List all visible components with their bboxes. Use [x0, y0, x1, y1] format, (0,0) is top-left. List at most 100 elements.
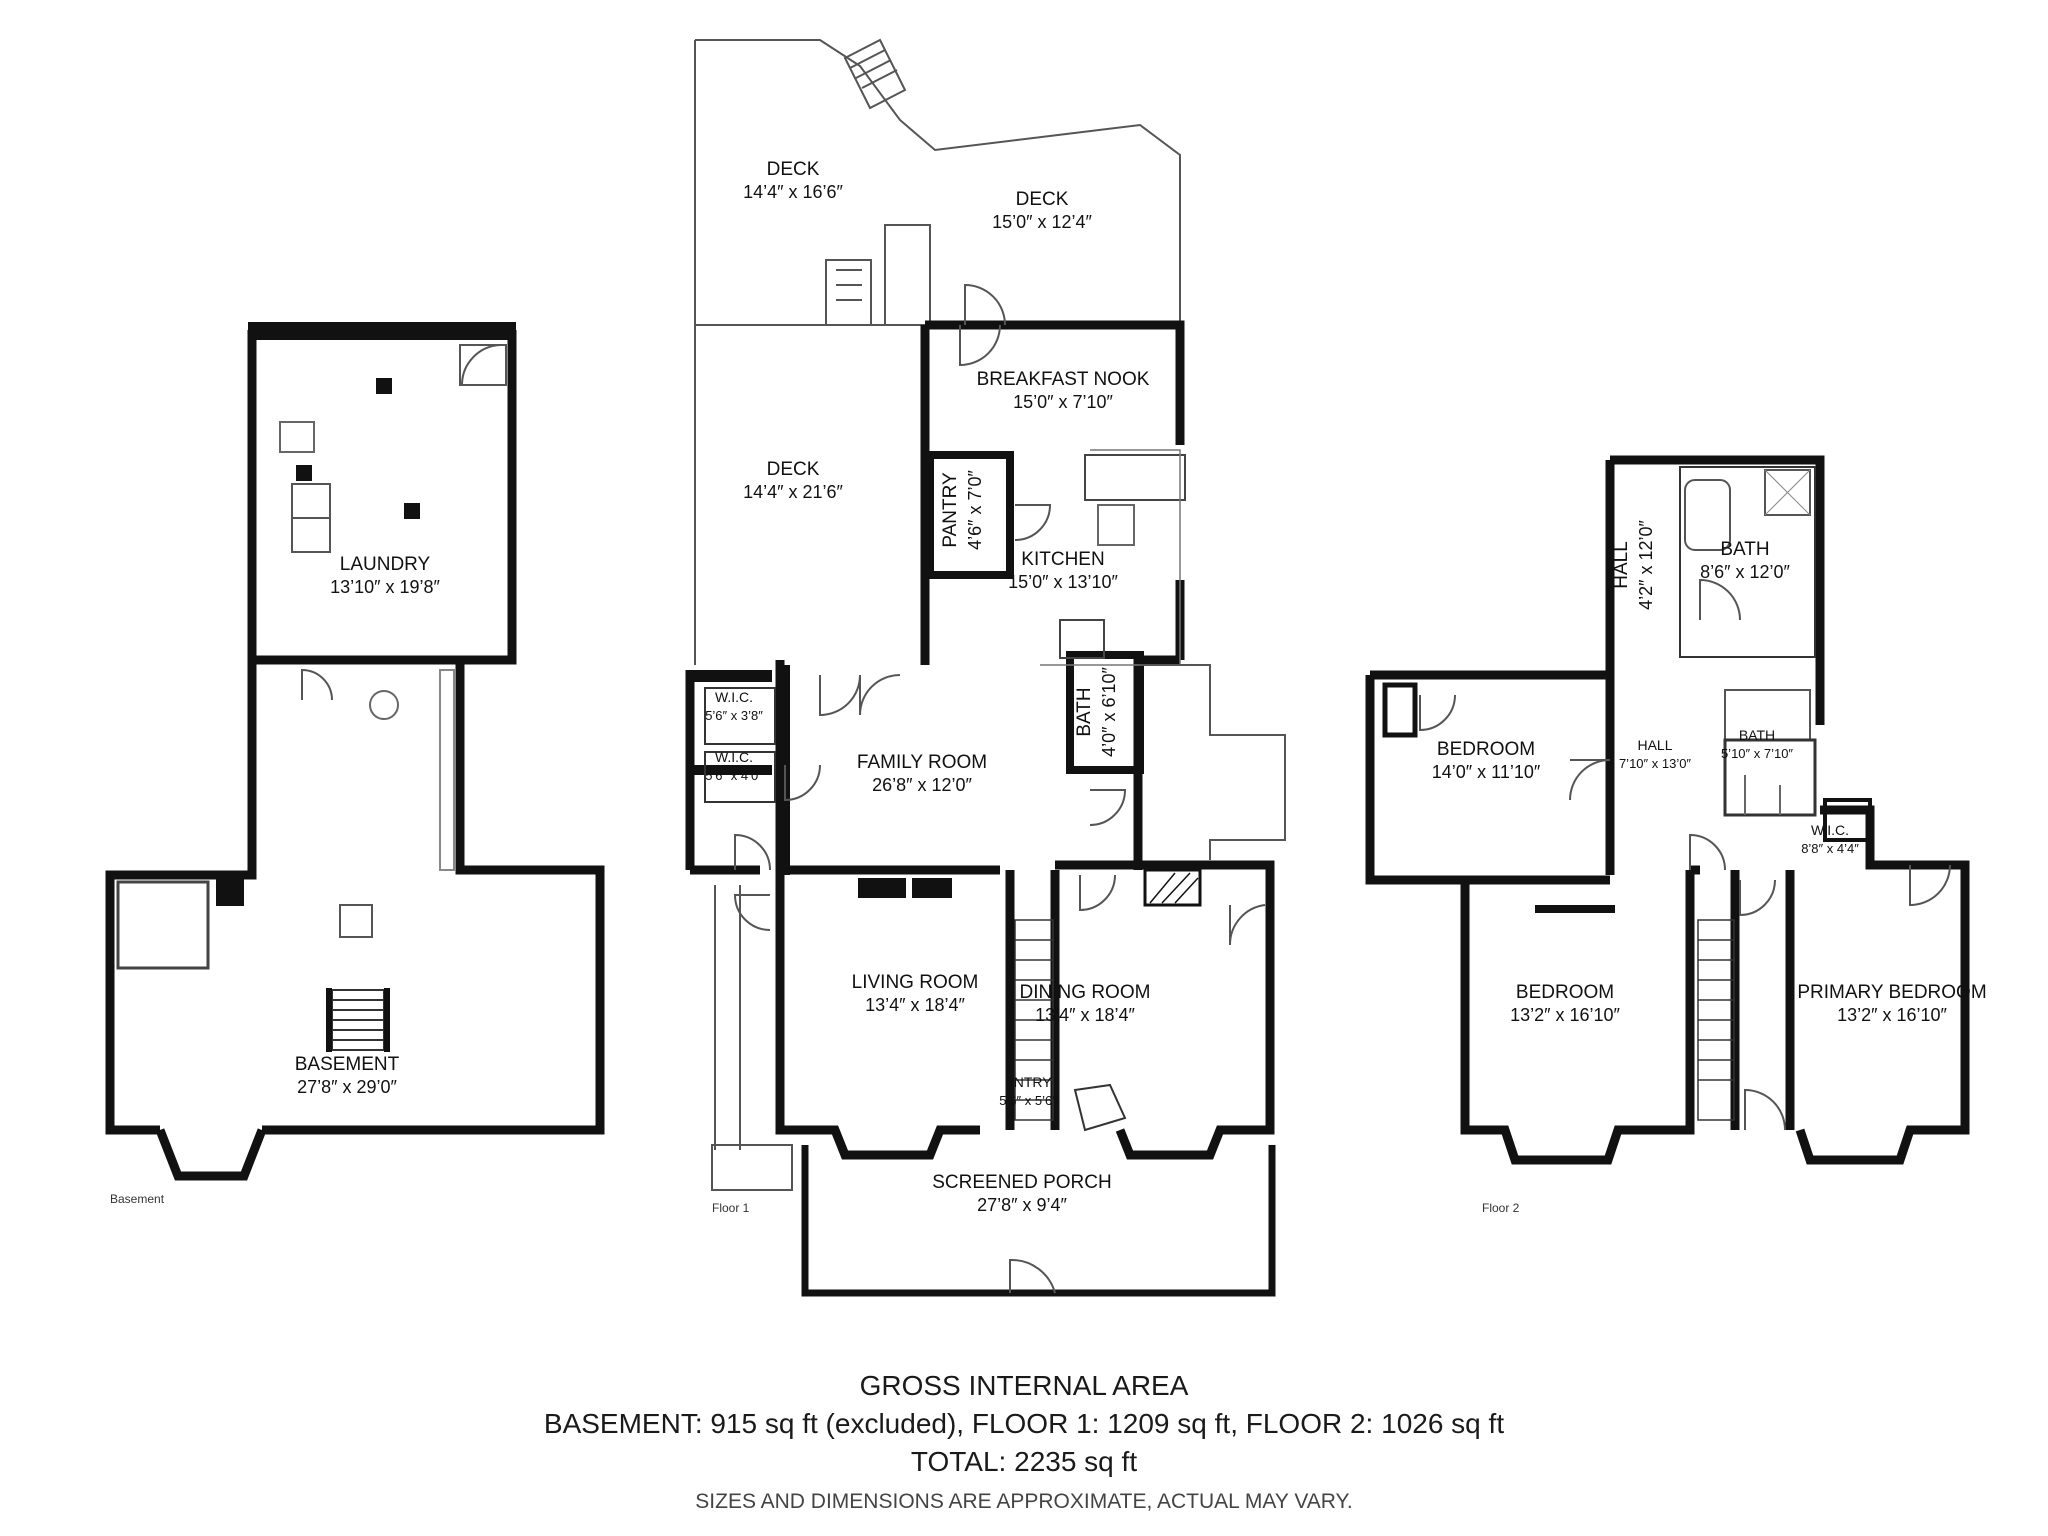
room-dimensions: 15’0″ x 12’4″ — [992, 212, 1092, 232]
laundry-stair-box — [459, 344, 507, 386]
screened-porch-outline — [801, 1145, 1276, 1297]
room-name: W.I.C. — [715, 749, 753, 765]
basement-stairs — [331, 989, 385, 1051]
room-name: KITCHEN — [1021, 549, 1104, 570]
room-name: BATH — [1739, 727, 1775, 743]
room-name: SCREENED PORCH — [932, 1172, 1111, 1193]
room-name: W.I.C. — [715, 689, 753, 705]
floor2-walls — [1365, 455, 1970, 1165]
basement-floor — [105, 322, 605, 1181]
room-dimensions: 8’8″ x 4’4″ — [1801, 841, 1859, 856]
floor-caption-floor2: Floor 2 — [1482, 1201, 1520, 1215]
room-dimensions: 14’0″ x 11’10″ — [1432, 762, 1541, 782]
room-dimensions: 27’8″ x 9’4″ — [977, 1195, 1067, 1215]
room-name: LAUNDRY — [340, 554, 431, 575]
room-name: BREAKFAST NOOK — [977, 369, 1150, 390]
area-breakdown: BASEMENT: 915 sq ft (excluded), FLOOR 1:… — [543, 1408, 1505, 1439]
porch-steps — [711, 1144, 793, 1191]
room-name: BASEMENT — [295, 1054, 400, 1075]
basement-partition — [439, 669, 455, 871]
room-name: BEDROOM — [1437, 739, 1535, 760]
room-dimensions: 13’2″ x 16’10″ — [1837, 1005, 1947, 1025]
room-dimensions: 13’2″ x 16’10″ — [1510, 1005, 1620, 1025]
room-dimensions: 5’6″ x 3’8″ — [705, 708, 763, 723]
room-dimensions: 14’4″ x 16’6″ — [743, 182, 843, 202]
sink-icon — [279, 421, 315, 453]
room-label-wic-3: W.I.C. 8’8″ x 4’4″ — [1801, 822, 1859, 856]
room-name: LIVING ROOM — [852, 972, 979, 993]
room-dimensions: 5’6″ x 5’6″ — [999, 1093, 1057, 1108]
washer-icon — [291, 483, 331, 519]
deck-stairs — [836, 38, 907, 301]
laundry-walls — [247, 330, 517, 665]
room-dimensions: 13’10″ x 19’8″ — [330, 577, 440, 597]
room-name: PRIMARY BEDROOM — [1797, 982, 1986, 1003]
room-name: PANTRY — [940, 472, 961, 548]
kitchen-island — [1084, 454, 1186, 501]
room-name: BATH — [1074, 687, 1095, 736]
floor2-stairs — [1697, 919, 1735, 1121]
floor1-stairs — [1014, 919, 1054, 1121]
room-name: HALL — [1611, 541, 1632, 589]
floor2 — [1365, 455, 1970, 1165]
floor-caption-floor1: Floor 1 — [712, 1201, 750, 1215]
room-name: BATH — [1720, 539, 1769, 560]
room-dimensions: 15’0″ x 7’10″ — [1013, 392, 1113, 412]
disclaimer-note: SIZES AND DIMENSIONS ARE APPROXIMATE, AC… — [695, 1490, 1353, 1513]
room-dimensions: 5’6″ x 4’0″ — [705, 768, 763, 783]
room-dimensions: 13’4″ x 18’4″ — [1035, 1005, 1135, 1025]
room-dimensions: 8’6″ x 12’0″ — [1700, 562, 1790, 582]
laundry-top-wall — [248, 322, 516, 340]
room-label-wic-2: W.I.C. 5’6″ x 4’0″ — [705, 749, 763, 783]
area-total: TOTAL: 2235 sq ft — [910, 1446, 1138, 1477]
dryer-icon — [291, 517, 331, 553]
room-name: DINING ROOM — [1020, 982, 1151, 1003]
room-name: HALL — [1637, 737, 1672, 753]
room-name: BEDROOM — [1516, 982, 1614, 1003]
shower-icon — [1764, 469, 1811, 516]
room-name: FAMILY ROOM — [857, 752, 987, 773]
room-dimensions: 5’10″ x 7’10″ — [1721, 746, 1793, 761]
basement-walls — [105, 660, 605, 1181]
stove-icon — [1059, 619, 1105, 659]
room-dimensions: 14’4″ x 21’6″ — [743, 482, 843, 502]
room-dimensions: 27’8″ x 29’0″ — [297, 1077, 397, 1097]
room-dimensions: 26’8″ x 12’0″ — [872, 775, 972, 795]
bath-1-box — [1679, 466, 1816, 658]
room-label-bath-2: BATH 5’10″ x 7’10″ — [1721, 727, 1793, 761]
bathtub-icon — [1684, 479, 1731, 551]
room-name: DECK — [767, 459, 820, 480]
bath-2-box — [1723, 738, 1817, 817]
pantry-walls — [926, 451, 1014, 579]
room-name: DECK — [767, 159, 820, 180]
room-name: W.I.C. — [1811, 822, 1849, 838]
area-title: GROSS INTERNAL AREA — [859, 1370, 1189, 1401]
basement-closet — [116, 880, 210, 970]
kitchen-sink-icon — [1097, 504, 1135, 546]
room-dimensions: 4’6″ x 7’0″ — [965, 469, 985, 549]
room-dimensions: 4’2″ x 12’0″ — [1636, 519, 1656, 609]
room-dimensions: 13’4″ x 18’4″ — [865, 995, 965, 1015]
room-label-wic-1: W.I.C. 5’6″ x 3’8″ — [705, 689, 763, 723]
